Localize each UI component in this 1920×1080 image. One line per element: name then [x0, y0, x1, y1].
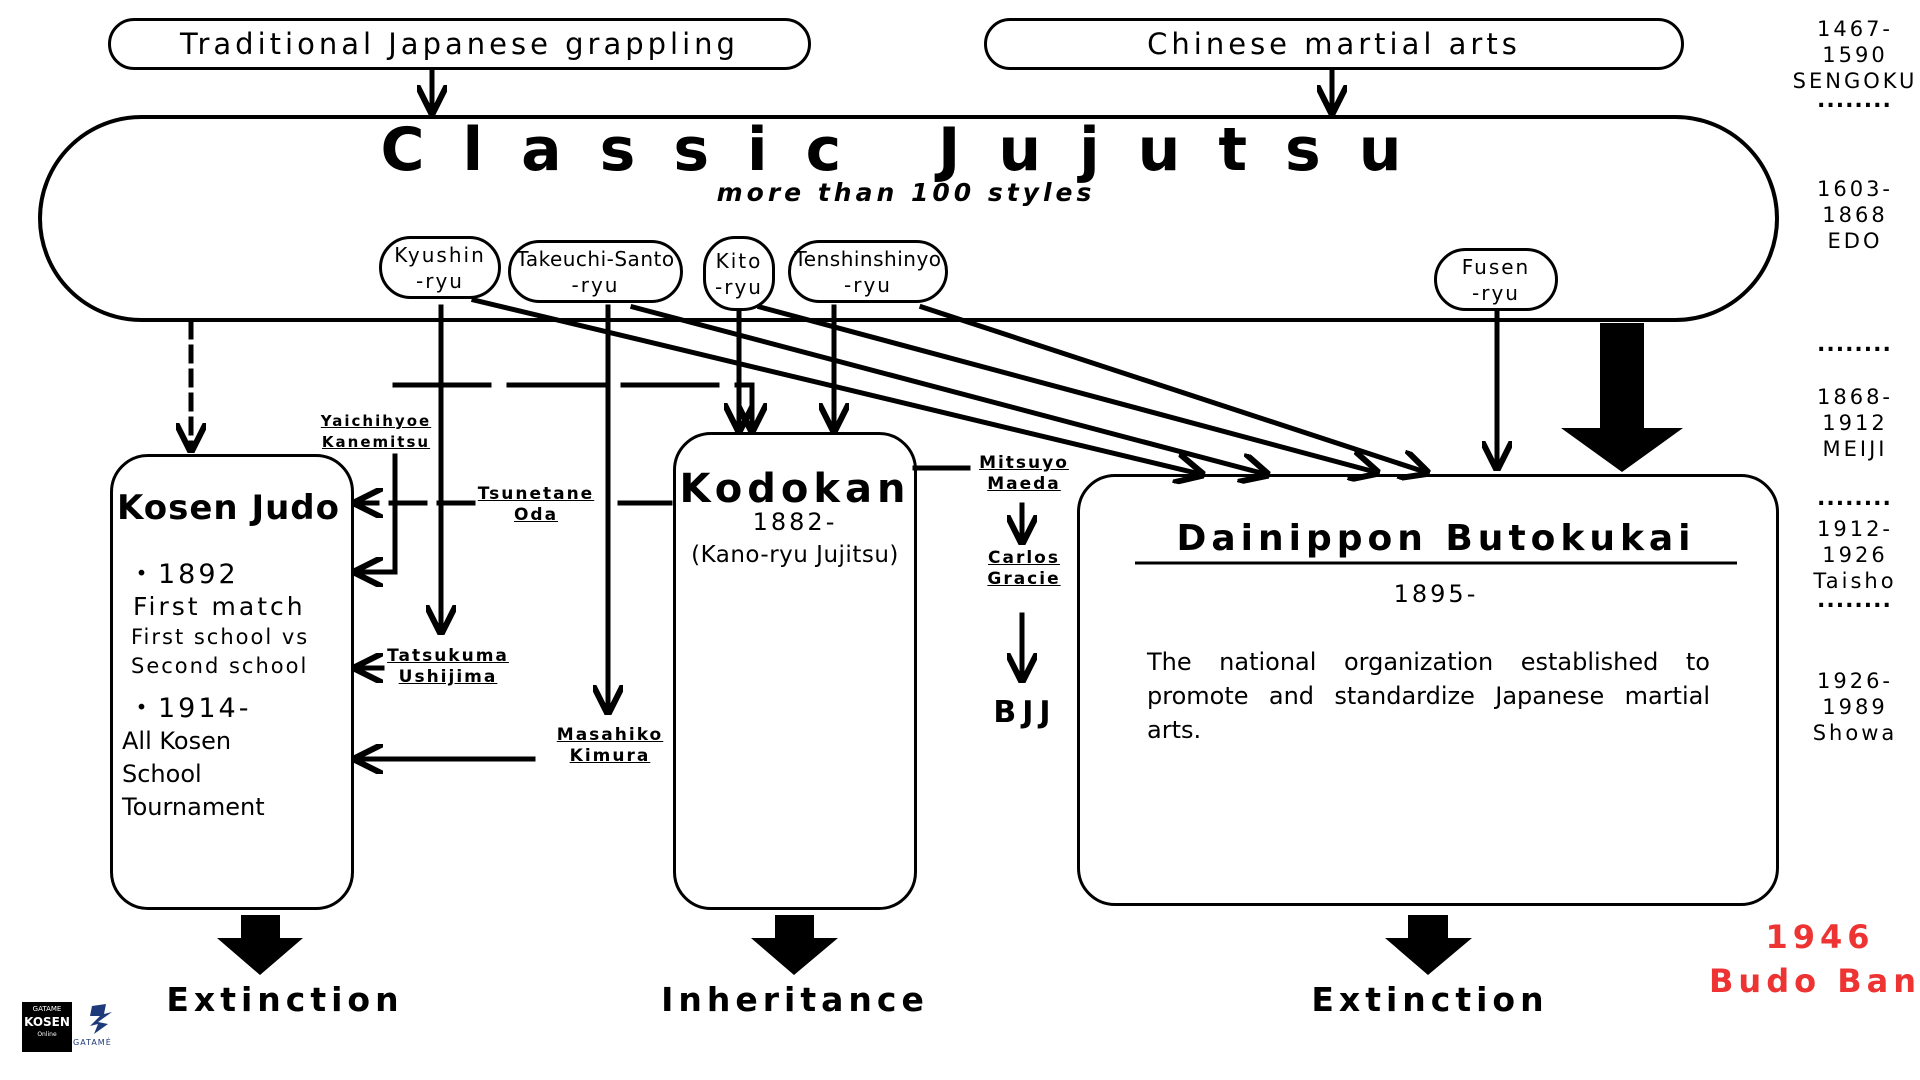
line-kanemitsu-to-kosen — [392, 382, 752, 428]
kodokan-box — [673, 432, 917, 910]
era-sengoku: 1467- 1590 SENGOKU — [1792, 17, 1918, 93]
outcome-kodokan-inheritance: Inheritance — [661, 980, 929, 1019]
kosen-item-1892: ・1892 First match First school vs Second… — [128, 559, 310, 678]
block-arrow-butokukai-extinction — [1385, 915, 1472, 975]
kodokan-year: 1882- — [752, 508, 838, 536]
block-arrow-kosen-extinction — [217, 915, 303, 975]
bjj-label: BJJ — [993, 695, 1057, 730]
source-japanese-grappling: Traditional Japanese grappling — [108, 18, 811, 70]
butokukai-box — [1077, 474, 1779, 906]
arrow-kanemitsu-to-kosen — [358, 453, 398, 572]
kosen-judo-box — [110, 454, 354, 910]
style-fusen-ryu: Fusen-ryu — [1434, 248, 1558, 311]
era-divider-2: ........ — [1817, 332, 1892, 357]
person-masahiko-kimura: Masahiko Kimura — [556, 725, 664, 766]
person-tatsukuma-ushijima: Tatsukuma Ushijima — [387, 646, 509, 687]
block-arrow-classic-to-butokukai — [1561, 323, 1683, 472]
kosen-item-1914: ・1914- All Kosen School Tournament — [122, 693, 265, 821]
kodokan-title: Kodokan — [679, 466, 911, 512]
outcome-butokukai-extinction: Extinction — [1311, 980, 1549, 1019]
kodokan-subtitle: (Kano-ryu Jujitsu) — [691, 542, 899, 568]
classic-jujutsu-box — [38, 115, 1779, 322]
era-taisho: 1912- 1926 Taisho — [1813, 517, 1897, 593]
budo-ban-year: 1946 — [1765, 918, 1875, 956]
classic-jujutsu-title: Classic Jujutsu — [380, 115, 1440, 185]
arrow-tenshin-to-butokukai — [918, 303, 1425, 472]
classic-jujutsu-subtitle: more than 100 styles — [716, 178, 1096, 207]
era-divider-4: ........ — [1817, 588, 1892, 613]
era-showa: 1926- 1989 Showa — [1812, 669, 1898, 745]
source-japanese-label: Traditional Japanese grappling — [180, 27, 739, 61]
person-tsunetane-oda: Tsunetane Oda — [477, 484, 595, 525]
person-yaichihyoe-kanemitsu: Yaichihyoe Kanemitsu — [320, 412, 432, 451]
era-meiji: 1868- 1912 MEIJI — [1816, 385, 1894, 461]
arrow-kyushin-to-butokukai — [470, 296, 1200, 474]
butokukai-year: 1895- — [1393, 580, 1479, 608]
style-kyushin-ryu: Kyushin-ryu — [379, 236, 501, 299]
person-mitsuyo-maeda: Mitsuyo Maeda — [979, 453, 1069, 494]
style-takeuchi-santo-ryu: Takeuchi-Santo-ryu — [508, 240, 683, 303]
style-tenshinshinyo-ryu: Tenshinshinyo-ryu — [788, 240, 948, 303]
block-arrow-kodokan-inheritance — [751, 915, 838, 975]
era-divider-1: ........ — [1817, 88, 1892, 113]
kosen-judo-title: Kosen Judo — [117, 488, 340, 528]
arrow-takeuchi-to-butokukai — [629, 303, 1265, 474]
budo-ban-label: Budo Ban — [1709, 962, 1920, 1000]
era-edo: 1603- 1868 EDO — [1816, 177, 1894, 253]
source-chinese-label: Chinese martial arts — [1147, 27, 1521, 61]
style-kito-ryu: Kito-ryu — [703, 236, 775, 311]
outcome-kosen-extinction: Extinction — [166, 980, 404, 1019]
era-divider-3: ........ — [1817, 486, 1892, 511]
kosen-logo: GATAME KOSEN Online — [22, 1002, 72, 1052]
gatame-logo-mark — [84, 1002, 118, 1036]
arrow-kito-to-butokukai — [756, 303, 1375, 472]
butokukai-description: The national organization established to… — [1147, 648, 1710, 744]
person-carlos-gracie: Carlos Gracie — [987, 548, 1061, 589]
butokukai-title: Dainippon Butokukai — [1176, 518, 1696, 559]
gatame-logo-text: GATAMÉ — [73, 1038, 112, 1047]
source-chinese-martial-arts: Chinese martial arts — [984, 18, 1684, 70]
